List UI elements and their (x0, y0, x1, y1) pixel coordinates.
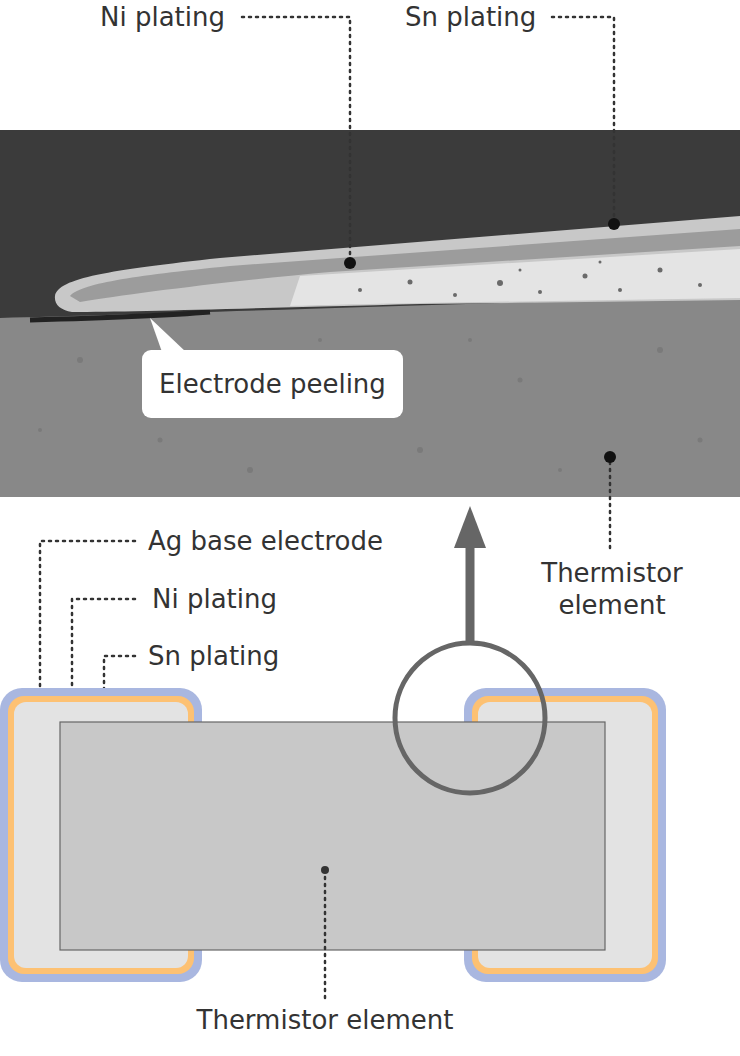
leader-lines (40, 17, 614, 725)
layer-label: Sn plating (148, 640, 279, 672)
element-texture (38, 338, 703, 473)
sem-photo (0, 130, 740, 497)
layer-label: Ni plating (152, 583, 277, 615)
chip-thermistor (0, 688, 666, 982)
layer-label: Sn plating (405, 1, 536, 33)
leader-dots (344, 218, 620, 463)
element-cross-section (0, 296, 740, 497)
ag-pores (358, 261, 702, 298)
resin-background (0, 130, 740, 497)
layer-label: Ni plating (100, 1, 225, 33)
part-label: Thermistor element (197, 1004, 454, 1036)
sn-layer (55, 216, 740, 312)
zoom-arrowhead (454, 506, 486, 548)
callout-box: Electrode peeling (142, 350, 403, 418)
peeling-gap (30, 312, 210, 320)
ag-layer (290, 249, 740, 306)
zoom-circle (395, 643, 545, 793)
callout-pointer (150, 318, 186, 352)
part-label: Thermistor element (522, 557, 702, 621)
zoom-arrow (466, 545, 475, 643)
layer-label: Ag base electrode (148, 525, 383, 557)
leader-line (324, 870, 327, 998)
callout-text: Electrode peeling (159, 368, 386, 400)
leader-dot (321, 866, 329, 874)
